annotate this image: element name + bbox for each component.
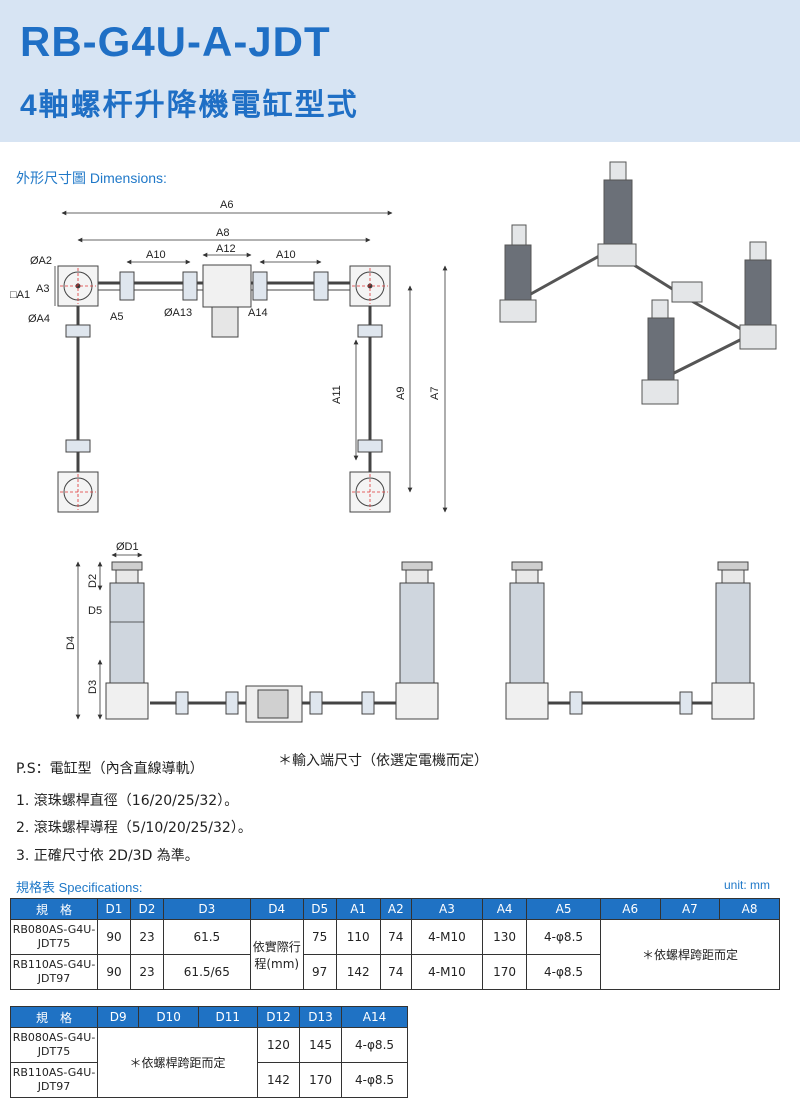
cell-a3: 4-M10 bbox=[410, 954, 484, 990]
dim-a8: A8 bbox=[216, 227, 229, 239]
dim-a10-right: A10 bbox=[276, 249, 296, 261]
th-d12: D12 bbox=[256, 1006, 301, 1028]
cell-d2: 23 bbox=[129, 919, 164, 955]
table-header-row: 規 格 D1 D2 D3 D4 D5 A1 A2 A3 A4 A5 A6 A7 … bbox=[10, 898, 780, 920]
dim-d2: D2 bbox=[87, 574, 99, 588]
cell-model: RB110AS-G4U-JDT97 bbox=[10, 954, 98, 990]
dim-d5: D5 bbox=[88, 605, 102, 617]
th-a7: A7 bbox=[659, 898, 721, 920]
cell-a2: 74 bbox=[379, 954, 412, 990]
unit-label: unit: mm bbox=[723, 878, 770, 892]
cell-a5: 4-φ8.5 bbox=[526, 919, 601, 955]
note-ps: P.S：電缸型（內含直線導軌） bbox=[16, 761, 204, 777]
table-row: RB080AS-G4U-JDT75 90 23 61.5 依實際行程(mm) 7… bbox=[10, 919, 781, 990]
cell-d5: 97 bbox=[302, 954, 337, 990]
dim-a7: A7 bbox=[429, 387, 441, 400]
cell-d2: 23 bbox=[129, 954, 164, 990]
cell-a2: 74 bbox=[379, 919, 412, 955]
cell-a3: 4-M10 bbox=[410, 919, 484, 955]
cell-d4-note: 依實際行程(mm) bbox=[249, 919, 304, 990]
cell-d12: 120 bbox=[256, 1027, 301, 1063]
th-a3: A3 bbox=[410, 898, 484, 920]
th-model: 規 格 bbox=[10, 898, 98, 920]
cell-a4: 170 bbox=[482, 954, 528, 990]
dim-a2: ØA2 bbox=[30, 255, 52, 267]
dim-a10-left: A10 bbox=[146, 249, 166, 261]
cell-d13: 145 bbox=[298, 1027, 343, 1063]
header-banner: RB-G4U-A-JDT 4軸螺杆升降機電缸型式 bbox=[0, 0, 800, 142]
cell-a1: 110 bbox=[335, 919, 381, 955]
cell-a14: 4-φ8.5 bbox=[341, 1027, 408, 1063]
dim-a9: A9 bbox=[395, 387, 407, 400]
product-subtitle: 4軸螺杆升降機電缸型式 bbox=[20, 89, 359, 122]
table-row: RB110AS-G4U-JDT97 90 23 61.5/65 97 142 7… bbox=[10, 954, 780, 990]
spec-label: 規格表 Specifications: bbox=[16, 880, 143, 895]
cell-d12: 142 bbox=[256, 1062, 301, 1098]
note-1: 1. 滾珠螺桿直徑（16/20/25/32）。 bbox=[16, 793, 239, 809]
th-d4: D4 bbox=[249, 898, 304, 920]
th-model: 規 格 bbox=[10, 1006, 98, 1028]
th-d13: D13 bbox=[298, 1006, 343, 1028]
cell-d5: 75 bbox=[302, 919, 337, 955]
dim-a5: A5 bbox=[110, 311, 123, 323]
cell-a5: 4-φ8.5 bbox=[526, 954, 601, 990]
note-2: 2. 滾珠螺桿導程（5/10/20/25/32）。 bbox=[16, 820, 252, 836]
cell-d13: 170 bbox=[298, 1062, 343, 1098]
cell-d3: 61.5 bbox=[162, 919, 251, 955]
input-note: ＊輸入端尺寸（依選定電機而定） bbox=[278, 753, 488, 769]
th-d10: D10 bbox=[138, 1006, 199, 1028]
cell-a4: 130 bbox=[482, 919, 528, 955]
th-d3: D3 bbox=[162, 898, 251, 920]
dim-a3: A3 bbox=[36, 283, 49, 295]
spec-table-2: 規 格 D9 D10 D11 D12 D13 A14 RB080AS-G4U-J… bbox=[10, 1006, 408, 1098]
cell-d3: 61.5/65 bbox=[162, 954, 251, 990]
dimensions-label: 外形尺寸圖 Dimensions: bbox=[16, 170, 167, 186]
th-a2: A2 bbox=[379, 898, 412, 920]
dim-a4: ØA4 bbox=[28, 313, 50, 325]
spec-table-1: 規 格 D1 D2 D3 D4 D5 A1 A2 A3 A4 A5 A6 A7 … bbox=[10, 898, 781, 990]
dim-a1: □A1 bbox=[10, 289, 30, 301]
cell-model: RB080AS-G4U-JDT75 bbox=[10, 1027, 98, 1063]
th-d11: D11 bbox=[197, 1006, 258, 1028]
cell-model: RB080AS-G4U-JDT75 bbox=[10, 919, 98, 955]
note-3: 3. 正確尺寸依 2D/3D 為準。 bbox=[16, 848, 199, 864]
dim-a13: ØA13 bbox=[164, 307, 192, 319]
cell-a6-a8-note: ＊依螺桿跨距而定 bbox=[599, 919, 781, 990]
cell-d9-d11-note: ＊依螺桿跨距而定 bbox=[97, 1027, 258, 1098]
th-a1: A1 bbox=[335, 898, 381, 920]
th-a5: A5 bbox=[526, 898, 601, 920]
th-d2: D2 bbox=[129, 898, 164, 920]
th-a4: A4 bbox=[482, 898, 528, 920]
cell-d1: 90 bbox=[97, 919, 131, 955]
th-d1: D1 bbox=[97, 898, 131, 920]
dim-d3: D3 bbox=[87, 680, 99, 694]
cell-d1: 90 bbox=[97, 954, 131, 990]
th-a14: A14 bbox=[341, 1006, 408, 1028]
th-a6: A6 bbox=[599, 898, 661, 920]
dim-a12: A12 bbox=[216, 243, 236, 255]
th-a8: A8 bbox=[719, 898, 780, 920]
cell-model: RB110AS-G4U-JDT97 bbox=[10, 1062, 98, 1098]
dim-a11: A11 bbox=[331, 385, 343, 404]
model-title: RB-G4U-A-JDT bbox=[20, 18, 331, 65]
dim-d1: ØD1 bbox=[116, 541, 139, 553]
table-header-row: 規 格 D9 D10 D11 D12 D13 A14 bbox=[10, 1006, 408, 1028]
cell-a14: 4-φ8.5 bbox=[341, 1062, 408, 1098]
dim-a14: A14 bbox=[248, 307, 268, 319]
th-d5: D5 bbox=[302, 898, 337, 920]
table-row: RB080AS-G4U-JDT75 ＊依螺桿跨距而定 120 145 4-φ8.… bbox=[10, 1027, 408, 1098]
dim-d4: D4 bbox=[65, 636, 77, 650]
cell-a1: 142 bbox=[335, 954, 381, 990]
dimension-drawing: A6 A8 A10 A12 A10 ØA2 A3 A5 ØA13 A14 ØA4… bbox=[10, 161, 777, 723]
th-d9: D9 bbox=[96, 1006, 140, 1028]
dim-a6: A6 bbox=[220, 199, 233, 211]
table-row: RB110AS-G4U-JDT97 142 170 4-φ8.5 bbox=[10, 1062, 408, 1098]
